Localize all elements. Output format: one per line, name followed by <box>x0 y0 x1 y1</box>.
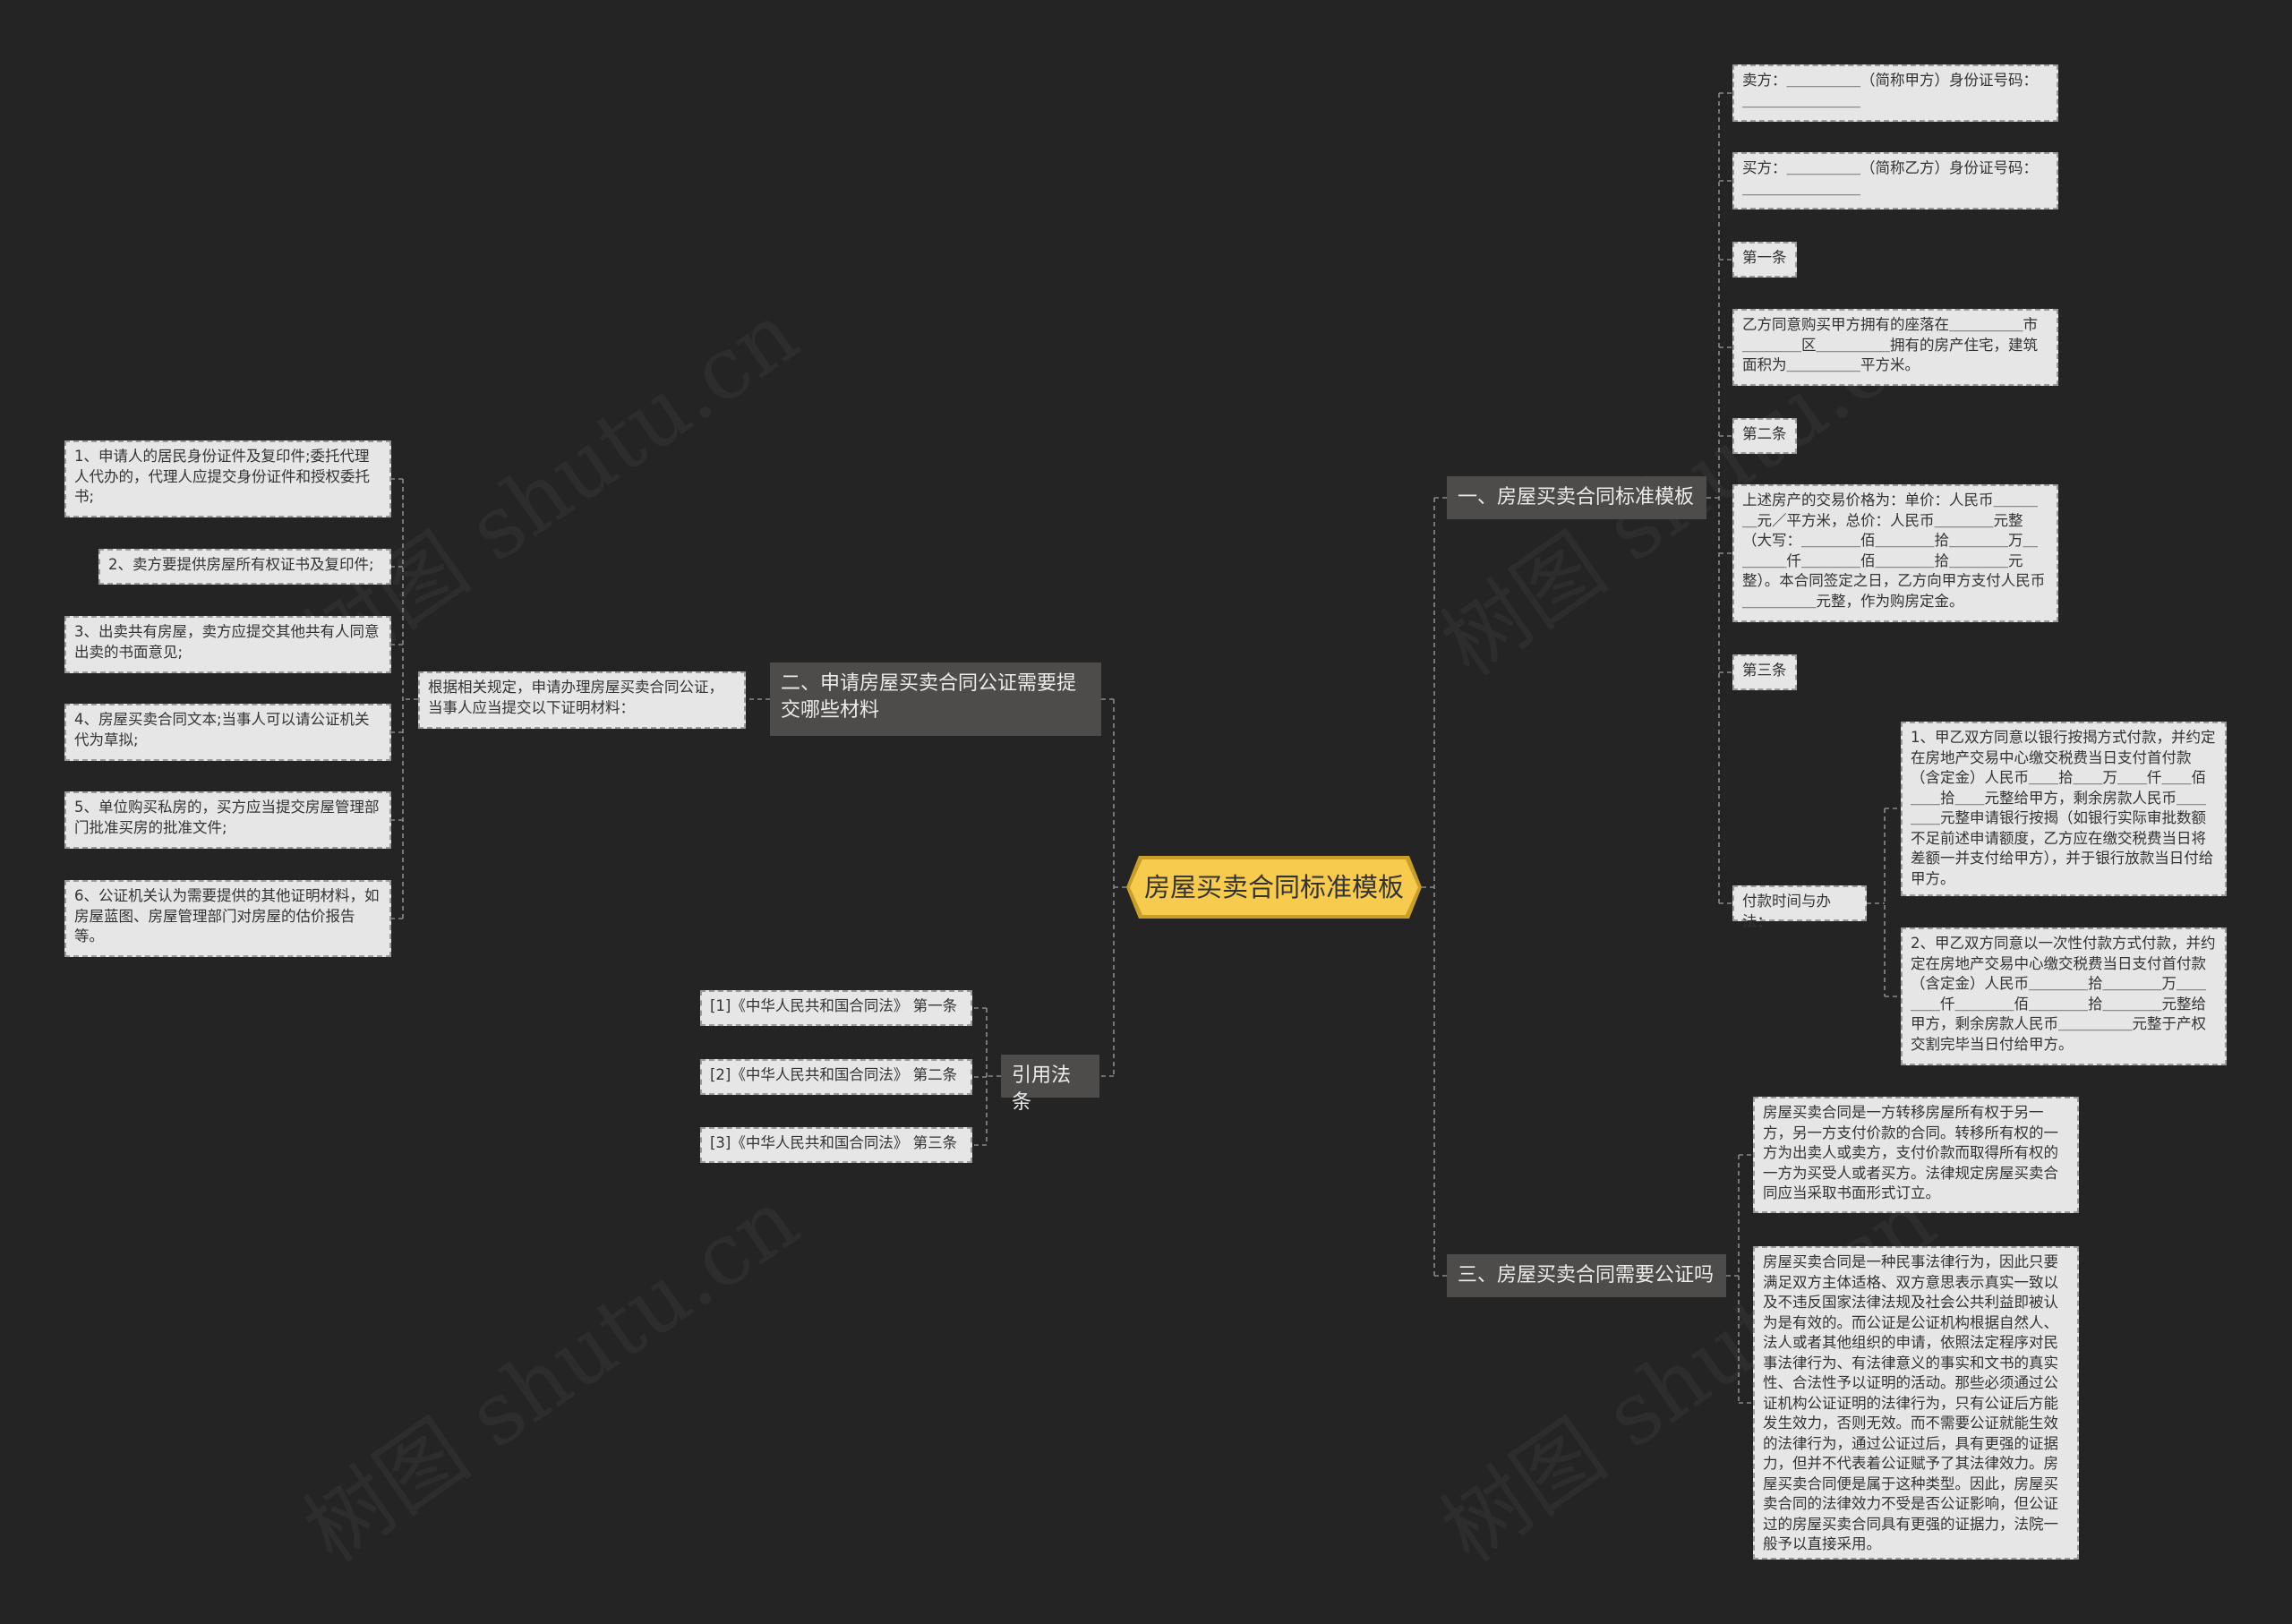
cited-law-item: [3]《中华人民共和国合同法》 第三条 <box>700 1127 972 1163</box>
material-item: 2、卖方要提供房屋所有权证书及复印件; <box>98 549 391 585</box>
cited-law-item: [1]《中华人民共和国合同法》 第一条 <box>700 990 972 1026</box>
branch-notarization-materials[interactable]: 二、申请房屋买卖合同公证需要提交哪些材料 <box>770 662 1101 736</box>
article-3-label: 第三条 <box>1732 654 1797 690</box>
material-item: 5、单位购买私房的，买方应当提交房屋管理部门批准买房的批准文件; <box>64 791 391 849</box>
materials-intro: 根据相关规定，申请办理房屋买卖合同公证，当事人应当提交以下证明材料： <box>418 671 746 729</box>
root-node[interactable]: 房屋买卖合同标准模板 <box>1130 859 1418 915</box>
payment-method-label: 付款时间与办法： <box>1732 885 1867 930</box>
seller-field: 卖方：＿＿＿＿＿（简称甲方）身份证号码：＿＿＿＿＿＿＿＿ <box>1732 64 2058 122</box>
material-item: 1、申请人的居民身份证件及复印件;委托代理人代办的，代理人应提交身份证件和授权委… <box>64 440 391 517</box>
payment-option-2: 2、甲乙双方同意以一次性付款方式付款，并约定在房地产交易中心缴交税费当日支付首付… <box>1901 927 2227 1065</box>
material-item: 6、公证机关认为需要提供的其他证明材料，如房屋蓝图、房屋管理部门对房屋的估价报告… <box>64 880 391 957</box>
article-1-text: 乙方同意购买甲方拥有的座落在＿＿＿＿＿市＿＿＿＿区＿＿＿＿＿拥有的房产住宅，建筑… <box>1732 309 2058 386</box>
payment-option-1: 1、甲乙双方同意以银行按揭方式付款，并约定在房地产交易中心缴交税费当日支付首付款… <box>1901 722 2227 896</box>
article-2-text: 上述房产的交易价格为：单价：人民币＿＿＿＿元／平方米，总价：人民币＿＿＿＿元整（… <box>1732 484 2058 622</box>
contract-definition: 房屋买卖合同是一方转移房屋所有权于另一方，另一方支付价款的合同。转移所有权的一方… <box>1753 1097 2079 1213</box>
article-2-label: 第二条 <box>1732 418 1797 454</box>
branch-standard-template[interactable]: 一、房屋买卖合同标准模板 <box>1447 476 1706 519</box>
material-item: 3、出卖共有房屋，卖方应提交其他共有人同意出卖的书面意见; <box>64 616 391 673</box>
cited-law-item: [2]《中华人民共和国合同法》 第二条 <box>700 1059 972 1095</box>
material-item: 4、房屋买卖合同文本;当事人可以请公证机关代为草拟; <box>64 704 391 761</box>
branch-notarization-required[interactable]: 三、房屋买卖合同需要公证吗 <box>1447 1254 1726 1297</box>
buyer-field: 买方：＿＿＿＿＿（简称乙方）身份证号码：＿＿＿＿＿＿＿＿ <box>1732 152 2058 209</box>
article-1-label: 第一条 <box>1732 242 1797 278</box>
branch-cited-laws[interactable]: 引用法条 <box>1001 1055 1099 1114</box>
notarization-explanation: 房屋买卖合同是一种民事法律行为，因此只要满足双方主体适格、双方意思表示真实一致以… <box>1753 1246 2079 1560</box>
